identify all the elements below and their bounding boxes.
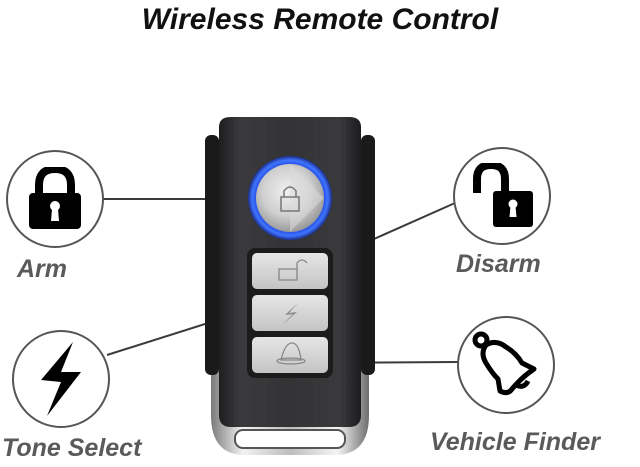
lightning-bolt-icon (41, 342, 81, 416)
page-title: Wireless Remote Control (141, 3, 499, 36)
tone-select-label: Tone Select (2, 434, 142, 462)
unlocked-padlock-icon (473, 163, 533, 227)
locked-padlock-icon (29, 167, 81, 229)
arm-feature-circle (6, 150, 104, 248)
disarm-feature-circle (453, 147, 551, 245)
remote-control-image (205, 115, 375, 460)
vehicle-finder-feature-circle (457, 316, 555, 414)
vehicle-finder-label: Vehicle Finder (430, 428, 600, 456)
bell-icon (472, 331, 537, 396)
disarm-label: Disarm (456, 250, 541, 278)
tone-select-feature-circle (12, 330, 110, 428)
arm-label: Arm (17, 255, 68, 283)
